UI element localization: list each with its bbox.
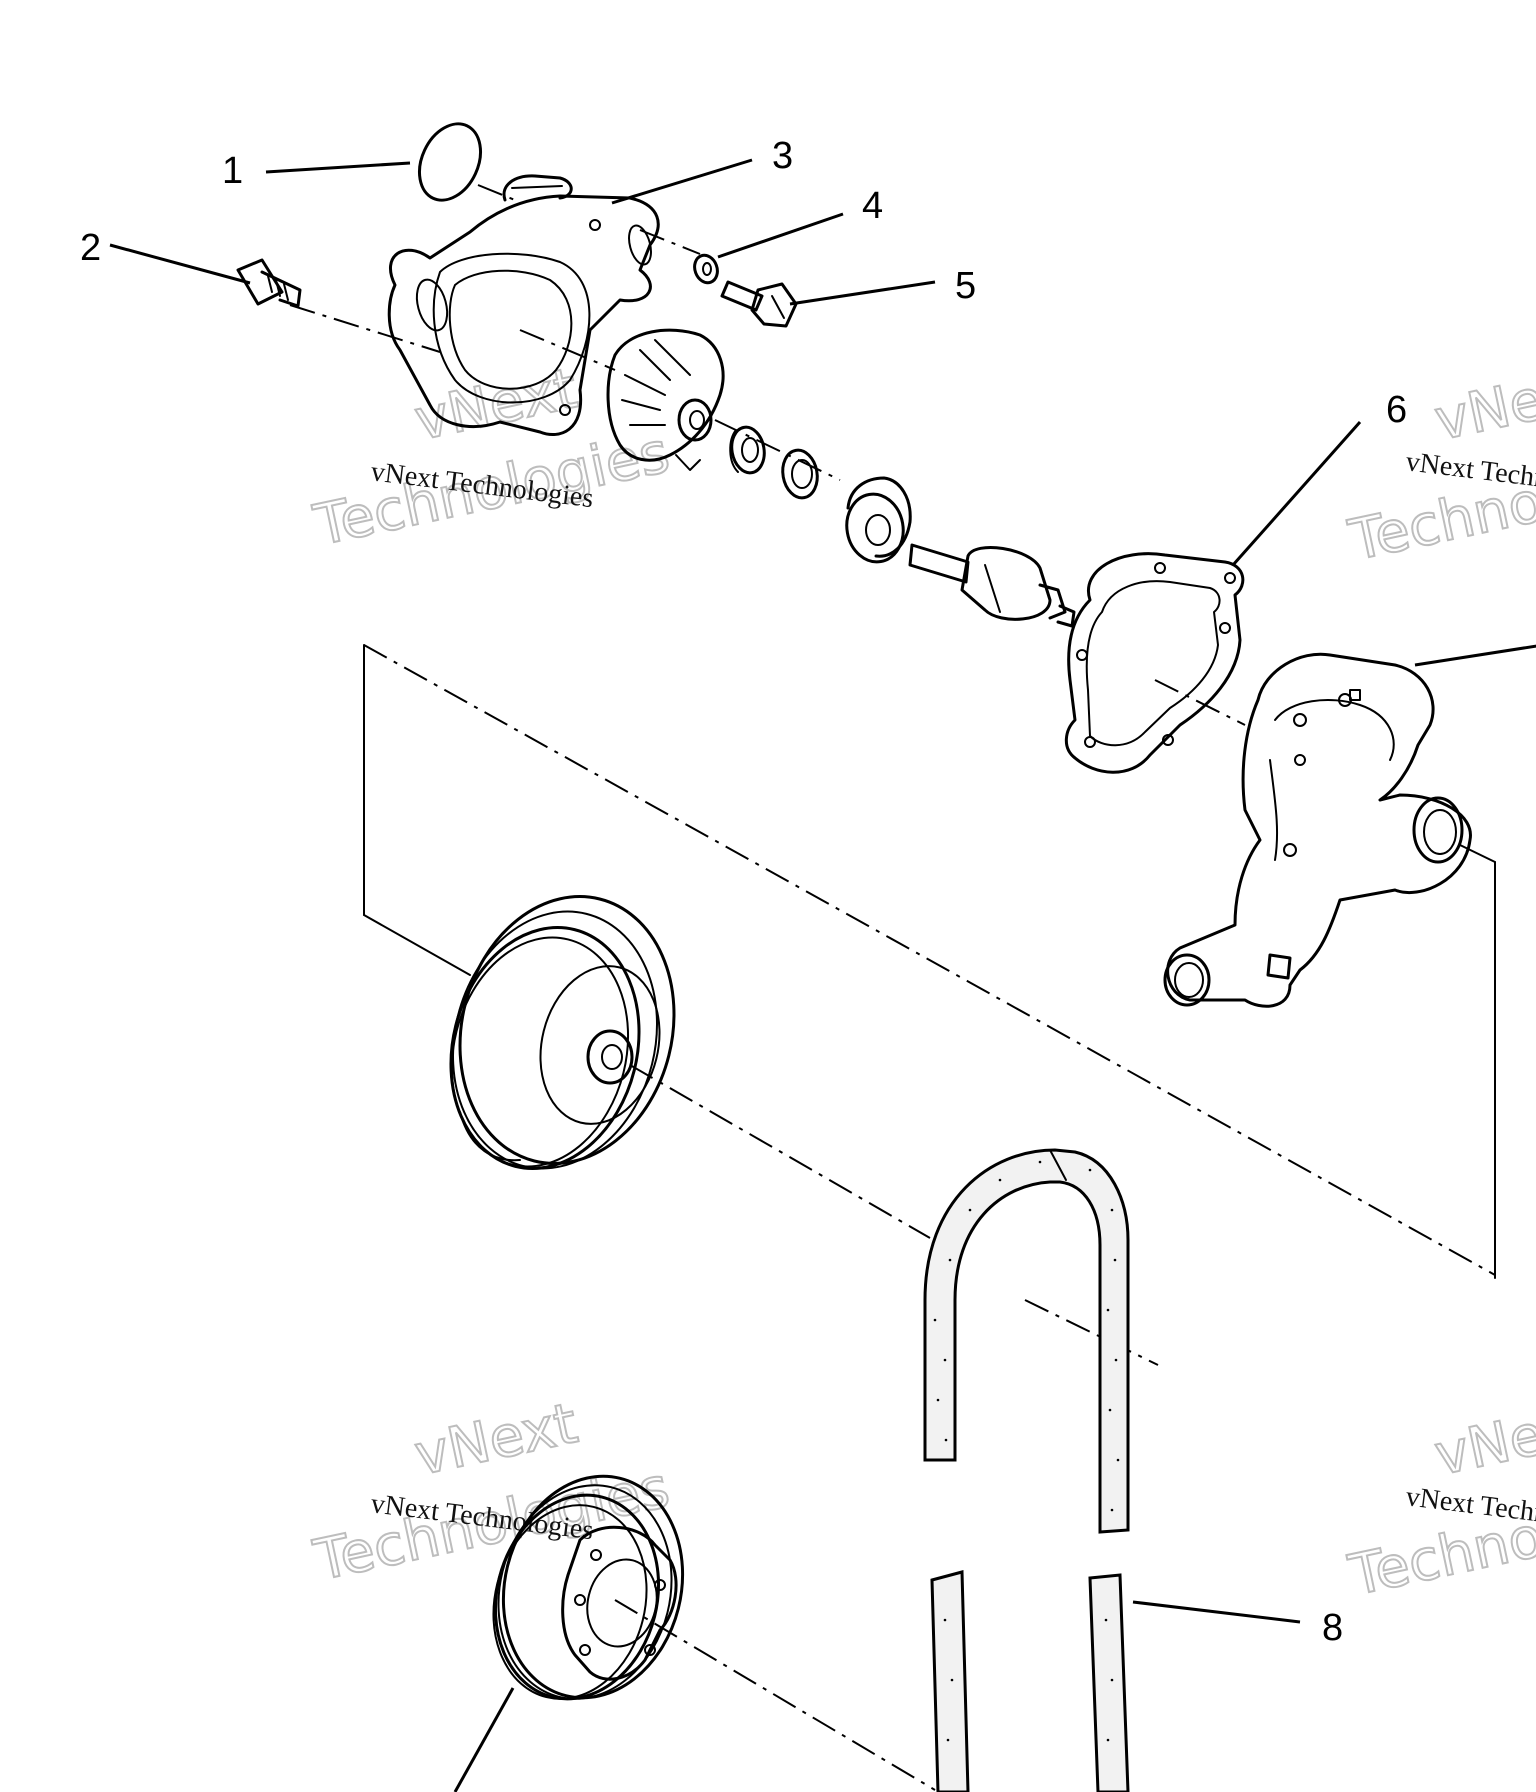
part-3-pump-cover <box>387 174 660 437</box>
watermark-top-right: vNext Technologies vNext Technologies <box>1342 355 1536 575</box>
upper-pulley <box>449 895 676 1170</box>
watermark-big-line-1: vNext <box>1429 356 1536 454</box>
watermark-bottom-right: vNext Technologies vNext Technologies <box>1342 1390 1536 1610</box>
part-4-washer <box>693 253 719 285</box>
svg-text:3: 3 <box>772 135 793 177</box>
watermark-bottom-left: vNext Technologies vNext Technologies <box>307 1390 675 1595</box>
callout-8: 8 <box>1132 1600 1343 1649</box>
lower-pulley <box>492 1474 685 1701</box>
leader-lower-pulley-offpage <box>453 1687 515 1792</box>
svg-text:4: 4 <box>862 185 883 227</box>
callout-3: 3 <box>611 135 793 205</box>
seal-ring-2 <box>781 448 819 500</box>
pump-body <box>1163 652 1472 1008</box>
belt-texture <box>933 1160 1120 1742</box>
svg-text:8: 8 <box>1322 1607 1343 1649</box>
callout-4: 4 <box>717 185 883 259</box>
callout-1: 1 <box>222 150 411 192</box>
callout-2: 2 <box>80 227 251 285</box>
assembly-axis-lines <box>289 184 1246 1791</box>
bearing <box>845 476 912 564</box>
part-1-o-ring <box>418 122 482 202</box>
seal-ring-1 <box>729 425 766 475</box>
callout-6: 6 <box>1231 389 1407 566</box>
leader-callout-7-offpage <box>1414 644 1536 667</box>
watermark-big-line-1: vNext <box>409 356 583 454</box>
part-5-bolt <box>720 280 798 328</box>
watermark-big-line-1: vNext <box>409 1391 583 1489</box>
part-6-gasket <box>1064 552 1245 774</box>
svg-text:5: 5 <box>955 265 976 307</box>
part-8-v-belt <box>923 1148 1130 1792</box>
impeller <box>606 328 725 471</box>
svg-text:1: 1 <box>222 150 243 192</box>
reference-frame <box>363 644 1496 1279</box>
svg-text:2: 2 <box>80 227 101 269</box>
shaft-bearing-assembly <box>908 543 1076 628</box>
watermark-big-line-1: vNext <box>1429 1391 1536 1489</box>
svg-text:6: 6 <box>1386 389 1407 431</box>
callout-5: 5 <box>789 265 976 307</box>
part-2-fitting <box>236 258 302 308</box>
